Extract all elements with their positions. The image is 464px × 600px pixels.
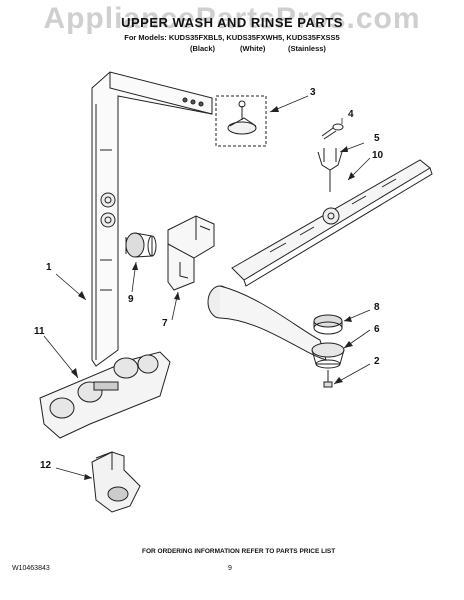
callout-5: 5 — [374, 133, 380, 144]
callout-6: 6 — [374, 324, 380, 335]
lower-spray-manifold-part — [39, 351, 171, 439]
document-number: W10463843 — [12, 565, 50, 572]
color-label-black: (Black) — [190, 44, 216, 53]
spray-arm-bearing-part — [215, 95, 267, 147]
clip-part — [317, 148, 343, 192]
screw-part — [321, 123, 344, 140]
callout-4: 4 — [348, 109, 354, 120]
callout-1: 1 — [46, 262, 52, 273]
upper-spray-arm-part — [231, 159, 433, 287]
model-list: For Models: KUDS35FXBL5, KUDS35FXWH5, KU… — [124, 33, 340, 42]
mounting-bracket-part — [167, 215, 215, 291]
color-label-stainless: (Stainless) — [288, 44, 326, 53]
seal-ring-part — [313, 314, 343, 335]
callout-7: 7 — [162, 318, 168, 329]
watermark-text: AppliancePartsPros.com — [43, 2, 421, 35]
mounting-screw-part — [323, 370, 333, 388]
callout-2: 2 — [374, 356, 380, 367]
diagram-title: UPPER WASH AND RINSE PARTS — [121, 15, 343, 30]
callout-8: 8 — [374, 302, 380, 313]
callout-3: 3 — [310, 87, 316, 98]
page-number: 9 — [228, 565, 232, 572]
manifold-funnel-part — [207, 285, 327, 361]
callout-10: 10 — [372, 150, 384, 161]
tube-connector-part — [125, 232, 157, 258]
ordering-info-text: FOR ORDERING INFORMATION REFER TO PARTS … — [142, 548, 336, 555]
callout-arrowheads — [71, 106, 355, 480]
manifold-cup-part — [311, 342, 345, 369]
callout-9: 9 — [128, 294, 134, 305]
callout-11: 11 — [34, 326, 45, 337]
supply-tube-part — [91, 71, 213, 367]
coupling-part — [91, 451, 141, 513]
color-label-white: (White) — [240, 44, 266, 53]
callout-12: 12 — [40, 460, 52, 471]
